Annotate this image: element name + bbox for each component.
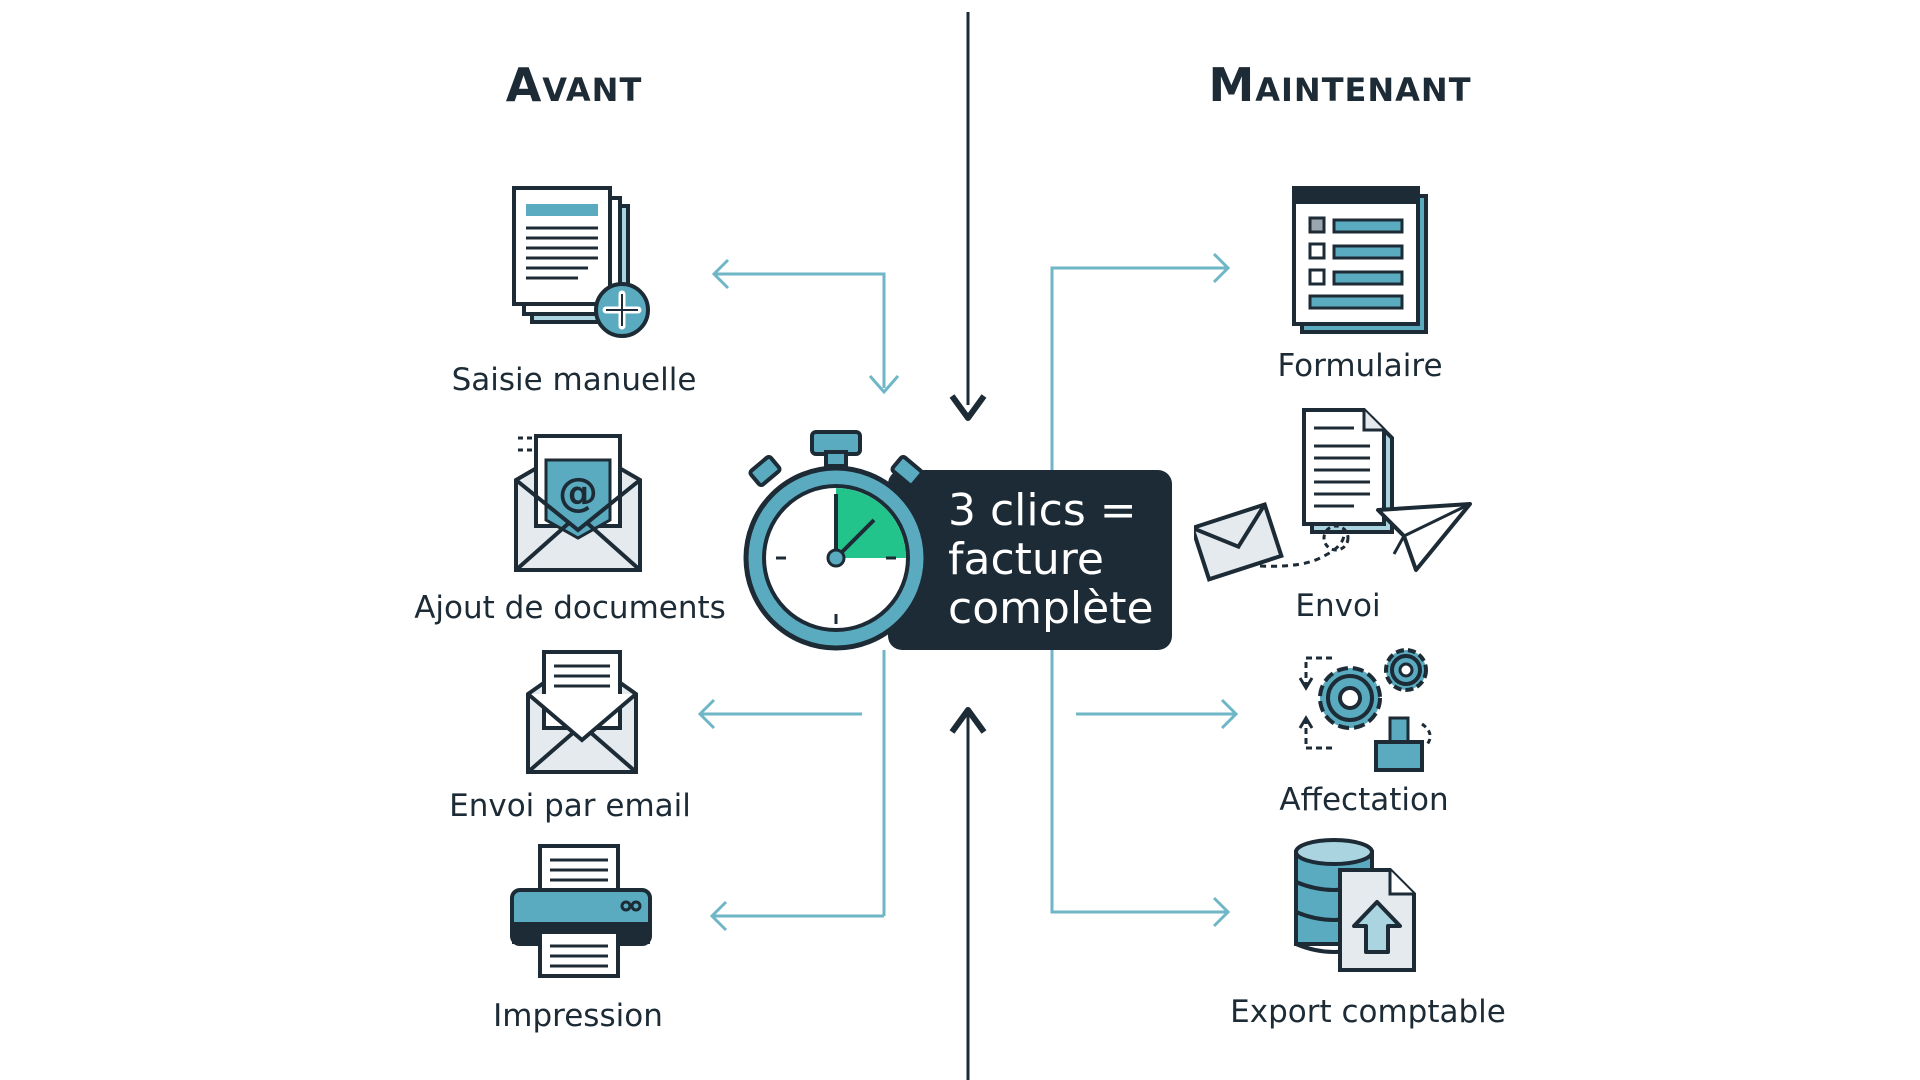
connector-envoi-email-head [697, 698, 716, 730]
label-envoi: Envoi [1295, 588, 1381, 624]
accounting-export-icon [1294, 838, 1416, 972]
svg-text:@: @ [558, 470, 598, 516]
connector-affectation-head [1220, 698, 1239, 730]
label-affectation: Affectation [1279, 782, 1449, 818]
timer-box [888, 470, 1172, 650]
heading-avant: Avant [505, 58, 643, 112]
label-ajout-documents: Ajout de documents [414, 590, 726, 626]
connector-saisie-head-down [868, 375, 900, 395]
stopwatch-icon [743, 430, 929, 651]
printer-icon [510, 844, 652, 978]
form-icon [1292, 186, 1428, 334]
email-icon [526, 650, 638, 774]
connector-saisie [714, 272, 886, 388]
timer-caption: 3 clics = facture complète [948, 486, 1154, 633]
axis-bottom-arrowhead [949, 707, 987, 734]
label-saisie-manuelle: Saisie manuelle [451, 362, 697, 398]
connector-saisie-head-left [711, 258, 730, 290]
label-impression: Impression [493, 998, 663, 1034]
axis-top-arrowhead [949, 394, 987, 421]
send-icon [1194, 408, 1472, 582]
manual-entry-icon [512, 186, 650, 338]
timer-line-2: facture [948, 534, 1104, 585]
connector-right-bottom [1050, 650, 1228, 914]
gears-icon [1298, 648, 1432, 772]
connector-right-top [1050, 266, 1228, 470]
timer-line-3: complète [948, 583, 1154, 634]
connector-impression-head [709, 900, 728, 932]
timer-line-1: 3 clics = [948, 485, 1137, 536]
label-export-comptable: Export comptable [1230, 994, 1506, 1030]
connector-export-head [1212, 896, 1231, 928]
document-attach-icon: @ [514, 434, 642, 572]
label-envoi-email: Envoi par email [449, 788, 691, 824]
label-formulaire: Formulaire [1277, 348, 1443, 384]
connector-formulaire-head [1212, 252, 1231, 284]
heading-maintenant: Maintenant [1208, 58, 1472, 112]
